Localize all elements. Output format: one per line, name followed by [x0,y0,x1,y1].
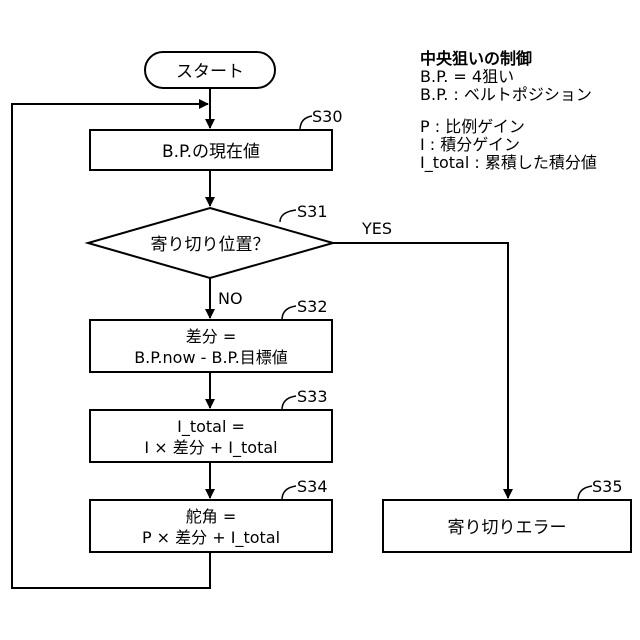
s32-step-label: S32 [297,297,328,316]
connector-yes-s35 [333,243,508,498]
s30-text: B.P.の現在値 [162,142,260,162]
s35-step-label: S35 [592,477,623,496]
s31-step-label: S31 [297,202,328,221]
s32-step-leader [282,306,296,320]
legend: 中央狙いの制御 B.P. = 4狙い B.P. : ベルトポジション P : 比… [420,50,597,172]
legend-i-definition: I : 積分ゲイン [420,136,597,154]
s33-step-label: S33 [297,387,328,406]
s34-step-leader [282,486,296,500]
s34-step-label: S34 [297,477,328,496]
no-label: NO [218,289,243,308]
s30-step-leader [300,116,312,130]
legend-itotal-definition: I_total : 累積した積分値 [420,154,597,172]
s31-text: 寄り切り位置？ [151,235,270,255]
s32-line2: B.P.now - B.P.目標値 [134,348,288,367]
s33-line1: I_total = [177,417,245,437]
start-label: スタート [176,62,244,82]
legend-bp-definition: B.P. : ベルトポジション [420,86,597,104]
s34-line1: 舵角 = [186,507,237,526]
yes-label: YES [361,219,392,238]
legend-spacer [420,104,597,118]
s32-line1: 差分 = [186,327,237,346]
s30-step-label: S30 [312,107,343,126]
s35-text: 寄り切りエラー [448,518,567,538]
s33-step-leader [282,396,296,410]
s34-line2: P × 差分 + I_total [142,528,280,548]
legend-p-definition: P : 比例ゲイン [420,118,597,136]
s35-step-leader [578,486,592,500]
s33-line2: I × 差分 + I_total [144,438,277,458]
legend-title: 中央狙いの制御 [420,50,597,68]
legend-bp-target: B.P. = 4狙い [420,68,597,86]
s31-step-leader [280,210,296,222]
